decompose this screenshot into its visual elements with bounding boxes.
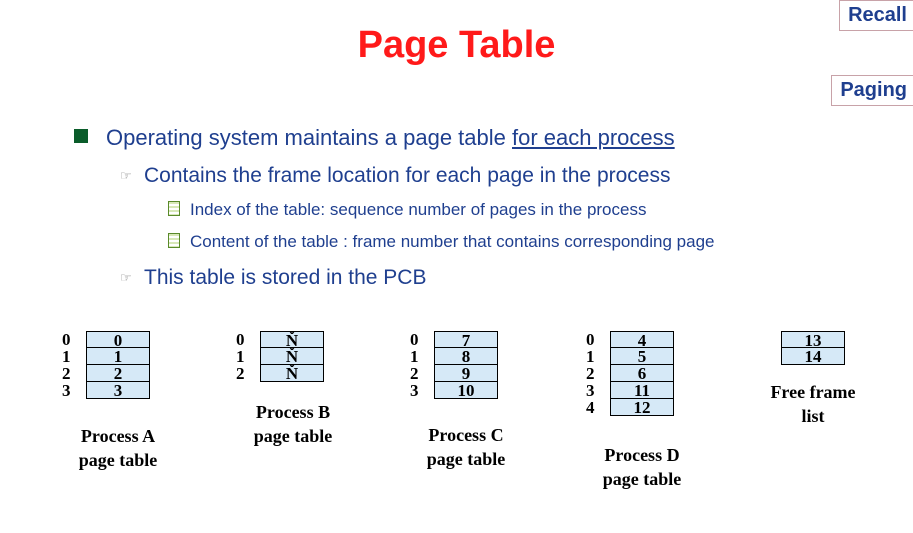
process-c-caption: Process C page table xyxy=(410,423,522,471)
bullet-sub2: ☞ This table is stored in the PCB xyxy=(120,265,426,291)
bullet-sub1b: Content of the table : frame number that… xyxy=(168,231,715,253)
frame-cell: 9 xyxy=(434,365,498,382)
caption-line: Free frame xyxy=(770,382,856,402)
page-index: 2 xyxy=(586,364,595,383)
frame-cell: 11 xyxy=(610,382,674,399)
frame-cell: 0 xyxy=(86,331,150,349)
frame-cell: Ň xyxy=(260,331,324,349)
table-row: 4 12 xyxy=(586,399,674,416)
free-frame-caption: Free frame list xyxy=(757,380,869,428)
paging-tag[interactable]: Paging xyxy=(831,75,913,106)
page-index: 2 xyxy=(410,364,419,383)
frame-cell: 4 xyxy=(610,331,674,349)
page-index: 2 xyxy=(62,364,71,383)
caption-line: page table xyxy=(602,469,682,489)
bullet-main: Operating system maintains a page table … xyxy=(74,124,675,152)
frame-cell: 2 xyxy=(86,365,150,382)
caption-line: Process B xyxy=(255,402,331,422)
frame-cell: 6 xyxy=(610,365,674,382)
page-index: 0 xyxy=(236,330,245,349)
bullet-sub1-text: Contains the frame location for each pag… xyxy=(144,164,671,187)
bullet-sub1a: Index of the table: sequence number of p… xyxy=(168,199,646,221)
frame-cell: 14 xyxy=(781,348,845,365)
page-index: 3 xyxy=(62,381,71,400)
table-row: 13 xyxy=(781,331,845,349)
bullet-main-underlined: for each process xyxy=(512,125,675,150)
bullet-sub1b-text: Content of the table : frame number that… xyxy=(190,232,715,251)
caption-line: Process A xyxy=(80,426,156,446)
bullet-main-text: Operating system maintains a page table xyxy=(106,125,513,150)
bullet-sub1: ☞ Contains the frame location for each pa… xyxy=(120,163,670,189)
caption-line: page table xyxy=(78,450,158,470)
square-bullet-icon xyxy=(74,129,88,143)
recall-tag[interactable]: Recall xyxy=(839,0,913,31)
frame-cell: 5 xyxy=(610,348,674,365)
free-frame-list: 13 14 xyxy=(781,331,845,365)
page-index: 1 xyxy=(410,347,419,366)
caption-line: page table xyxy=(253,426,333,446)
page-index: 1 xyxy=(236,347,245,366)
bullet-sub1a-text: Index of the table: sequence number of p… xyxy=(190,200,647,219)
page-title: Page Table xyxy=(357,24,556,66)
table-row: 3 10 xyxy=(410,382,498,399)
caption-line: list xyxy=(801,406,825,426)
table-row: 14 xyxy=(781,348,845,365)
frame-cell: 7 xyxy=(434,331,498,349)
page-index: 0 xyxy=(586,330,595,349)
notepad-icon xyxy=(168,233,180,248)
frame-cell: 1 xyxy=(86,348,150,365)
process-d-caption: Process D page table xyxy=(586,443,698,491)
notepad-icon xyxy=(168,201,180,216)
bullet-sub2-text: This table is stored in the PCB xyxy=(144,266,427,289)
process-a-caption: Process A page table xyxy=(62,424,174,472)
frame-cell: 12 xyxy=(610,399,674,416)
frame-cell: 10 xyxy=(434,382,498,399)
frame-cell: 13 xyxy=(781,331,845,349)
page-index: 0 xyxy=(410,330,419,349)
frame-cell: 3 xyxy=(86,382,150,399)
page-index: 2 xyxy=(236,364,245,383)
page-index: 0 xyxy=(62,330,71,349)
caption-line: Process C xyxy=(428,425,504,445)
pointing-hand-icon: ☞ xyxy=(120,270,132,285)
table-row: 3 11 xyxy=(586,382,674,399)
page-index: 3 xyxy=(586,381,595,400)
page-index: 4 xyxy=(586,398,595,417)
caption-line: Process D xyxy=(604,445,680,465)
page-index: 3 xyxy=(410,381,419,400)
page-index: 1 xyxy=(586,347,595,366)
page-index: 1 xyxy=(62,347,71,366)
caption-line: page table xyxy=(426,449,506,469)
frame-cell: Ň xyxy=(260,365,324,382)
pointing-hand-icon: ☞ xyxy=(120,168,132,183)
frame-cell: Ň xyxy=(260,348,324,365)
frame-cell: 8 xyxy=(434,348,498,365)
process-b-caption: Process B page table xyxy=(238,400,348,448)
